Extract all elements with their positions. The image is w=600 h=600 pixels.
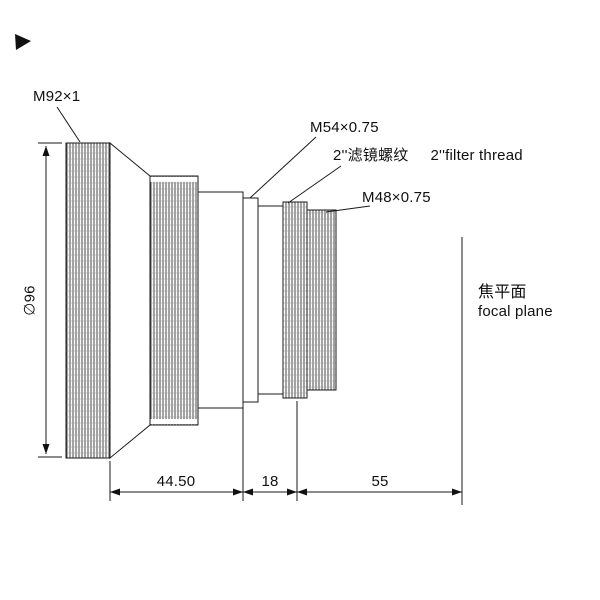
- corner-mark: [15, 34, 31, 50]
- m48-label: M48×0.75: [362, 189, 431, 206]
- neck-cylinder: [257, 205, 284, 395]
- m48-end-ring: [306, 209, 337, 391]
- focal-plane-label-cn: 焦平面: [478, 284, 527, 301]
- m48-leader: [325, 205, 371, 213]
- leader-lines: [56, 106, 371, 213]
- m54-thread-step: [242, 197, 259, 403]
- lens-body: [65, 141, 337, 460]
- dim-label-55: 55: [371, 473, 389, 490]
- filter-thread-ring: [282, 201, 308, 399]
- smooth-barrel: [197, 191, 244, 409]
- middle-knurled-ring: [149, 175, 199, 426]
- middle-ring-top-band: [150, 177, 198, 182]
- filter-thread-label-cn: 2''滤镜螺纹: [333, 147, 409, 164]
- diameter-label: ∅96: [21, 285, 39, 316]
- m92-label: M92×1: [33, 88, 81, 105]
- filter-thread-label: 2''滤镜螺纹 2''filter thread: [333, 147, 523, 164]
- m54-leader: [249, 136, 317, 199]
- large-knurled-ring: [65, 142, 111, 459]
- focal-plane-label-en: focal plane: [478, 303, 553, 320]
- m92-leader: [56, 106, 81, 143]
- dim-label-44-50: 44.50: [156, 473, 196, 490]
- m54-label: M54×0.75: [310, 119, 379, 136]
- length-dimensions: [109, 237, 463, 505]
- filter-thread-label-en: 2''filter thread: [430, 147, 523, 164]
- dim-label-18: 18: [261, 473, 279, 490]
- taper-cone: [109, 141, 151, 460]
- middle-ring-bottom-band: [150, 419, 198, 424]
- diameter-dimension: [38, 142, 62, 458]
- filter-thread-leader: [287, 165, 342, 204]
